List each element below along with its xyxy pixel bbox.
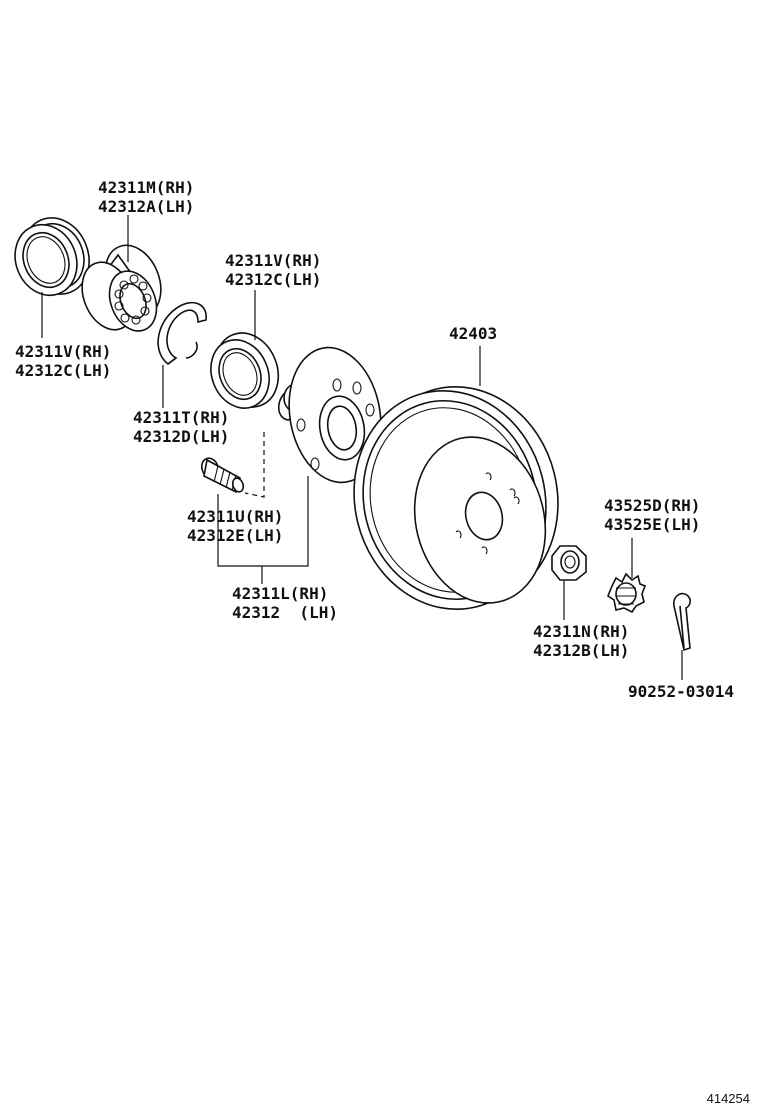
hub-bearing-drawing xyxy=(81,244,162,332)
label-hub-assy-rh: 42311L(RH) xyxy=(232,584,328,603)
leader-lines xyxy=(41,215,683,680)
label-hub-nut-rh: 42311N(RH) xyxy=(533,622,629,641)
callout-hub-bolt: 42311U(RH) 42312E(LH) xyxy=(187,507,283,545)
callout-hub-bearing: 42311M(RH) 42312A(LH) xyxy=(98,178,194,216)
label-brake-drum: 42403 xyxy=(449,324,497,343)
outer-oil-seal-drawing xyxy=(14,217,90,297)
callout-brake-drum: 42403 xyxy=(449,324,497,343)
callout-outer-seal: 42311V(RH) 42312C(LH) xyxy=(15,342,111,380)
label-outer-seal-lh: 42312C(LH) xyxy=(15,361,111,380)
hub-nut-drawing xyxy=(551,545,587,581)
label-snap-ring-rh: 42311T(RH) xyxy=(133,408,229,427)
label-snap-ring-lh: 42312D(LH) xyxy=(133,427,229,446)
label-outer-seal-rh: 42311V(RH) xyxy=(15,342,111,361)
callout-inner-seal: 42311V(RH) 42312C(LH) xyxy=(225,251,321,289)
inner-oil-seal-drawing xyxy=(210,332,280,409)
figure-number: 414254 xyxy=(707,1091,750,1106)
nut-lock-cap-drawing xyxy=(607,572,647,614)
label-nut-lock-cap-rh: 43525D(RH) xyxy=(604,496,700,515)
label-nut-lock-cap-lh: 43525E(LH) xyxy=(604,515,700,534)
label-hub-nut-lh: 42312B(LH) xyxy=(533,641,629,660)
label-hub-bolt-lh: 42312E(LH) xyxy=(187,526,283,545)
label-hub-assy-lh: 42312 (LH) xyxy=(232,603,338,622)
label-cotter-pin: 90252-03014 xyxy=(628,682,734,701)
callout-snap-ring: 42311T(RH) 42312D(LH) xyxy=(133,408,229,446)
callout-cotter-pin: 90252-03014 xyxy=(628,682,734,701)
hub-bolt-drawing xyxy=(200,457,245,494)
brake-drum-drawing xyxy=(353,386,559,610)
label-inner-seal-lh: 42312C(LH) xyxy=(225,270,321,289)
callout-hub-nut: 42311N(RH) 42312B(LH) xyxy=(533,622,629,660)
callout-hub-assy: 42311L(RH) 42312 (LH) xyxy=(232,584,338,622)
label-hub-bolt-rh: 42311U(RH) xyxy=(187,507,283,526)
label-hub-bearing-lh: 42312A(LH) xyxy=(98,197,194,216)
snap-ring-drawing xyxy=(157,301,207,366)
label-hub-bearing-rh: 42311M(RH) xyxy=(98,178,194,197)
axle-hub-drawing xyxy=(277,346,382,484)
callout-nut-lock-cap: 43525D(RH) 43525E(LH) xyxy=(604,496,700,534)
cotter-pin-drawing xyxy=(672,592,691,652)
label-inner-seal-rh: 42311V(RH) xyxy=(225,251,321,270)
